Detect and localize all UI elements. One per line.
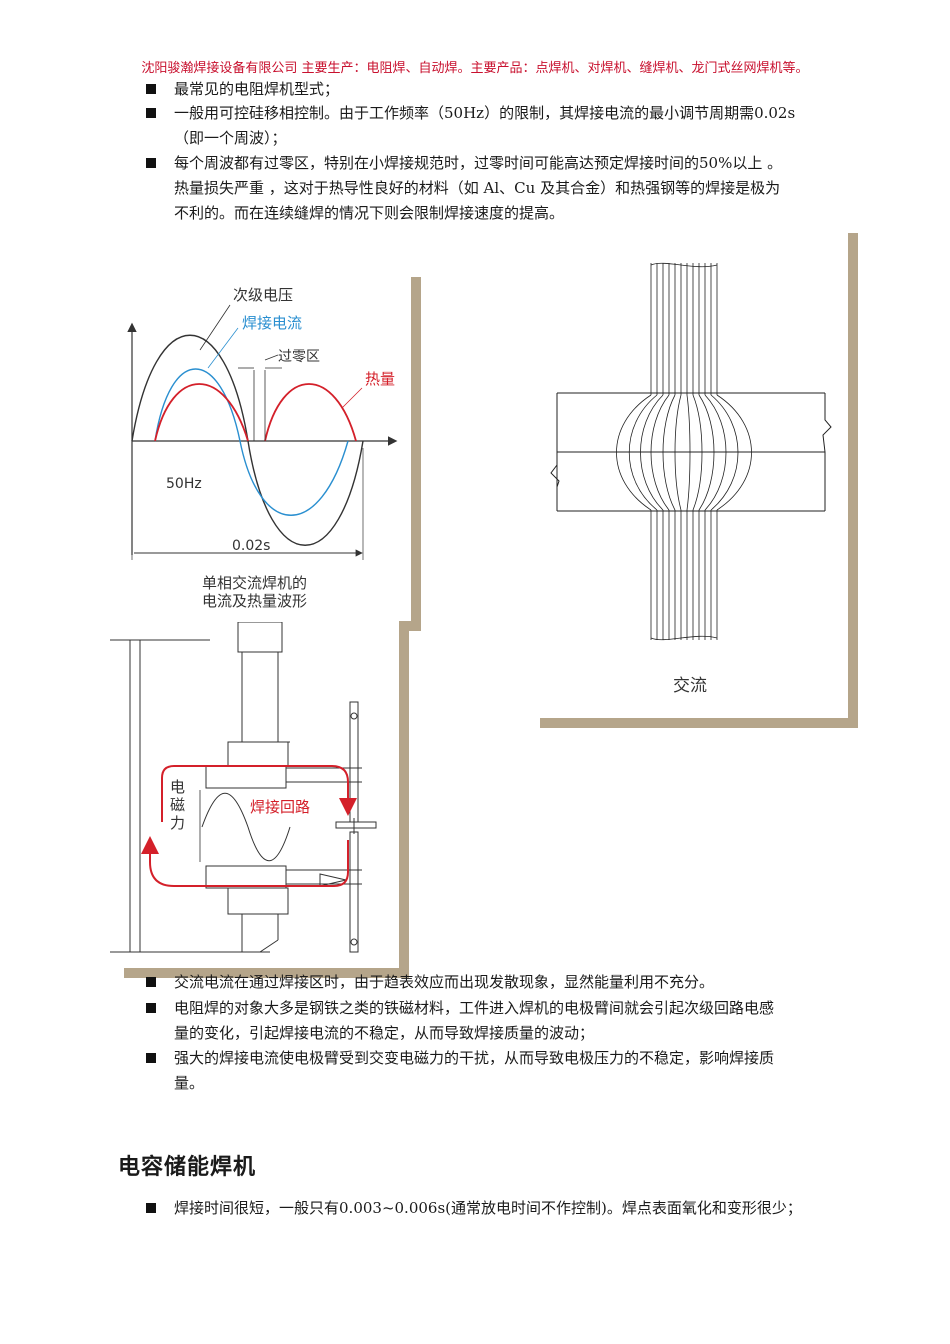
bullet-text: 量。 (174, 1074, 205, 1092)
bullet-text: 焊接时间很短，一般只有0.003~0.006s(通常放电时间不作控制)。焊点表面… (174, 1199, 802, 1217)
heat-curve (264, 383, 357, 442)
label-heat: 热量 (365, 370, 395, 388)
welding-loop (141, 836, 349, 887)
bullet-text: 热量损失严重 ，这对于热导性良好的材料（如 Al、Cu 及其合金）和热强钢等的焊… (174, 179, 781, 197)
label-secondary-voltage: 次级电压 (233, 286, 293, 304)
heat-curve (154, 383, 249, 442)
bullet-text: 最常见的电阻焊机型式； (174, 80, 340, 98)
bullet-text: 不利的。而在连续缝焊的情况下则会限制焊接速度的提高。 (174, 204, 565, 222)
bullet-square-icon (146, 84, 156, 94)
break-line (822, 393, 832, 511)
bullet-text: 量的变化，引起焊接电流的不稳定，从而导致焊接质量的波动； (174, 1024, 595, 1042)
figure-caption: 交流 (673, 676, 707, 696)
machine-body (110, 622, 290, 953)
current-wave (154, 368, 349, 516)
bullet-text: 交流电流在通过焊接区时，由于趋表效应而出现发散现象，显然能量利用不充分。 (174, 973, 715, 991)
welding-loop (161, 765, 357, 822)
electrode-arms (286, 701, 377, 953)
ac-current-distribution-diagram: 交流 (550, 262, 832, 696)
leader-line (199, 304, 231, 351)
welding-machine-diagram: 电 磁 力 焊接回路 (110, 622, 377, 953)
label-period: 0.02s (232, 538, 270, 554)
label-force-char: 磁 (170, 796, 185, 814)
bullet-text: 电阻焊的对象大多是钢铁之类的铁磁材料，工件进入焊机的电极臂间就会引起次级回路电感 (174, 999, 775, 1017)
frame-border (848, 233, 858, 727)
frame-border (399, 627, 409, 975)
break-line (550, 464, 560, 488)
bullet-text: 每个周波都有过零区，特别在小焊接规范时，过零时间可能高达预定焊接时间的50%以上… (174, 154, 783, 172)
frame-border (540, 718, 858, 728)
bullet-text: （即一个周波）； (174, 129, 287, 147)
current-flow-lines (616, 394, 752, 511)
bullet-square-icon (146, 108, 156, 118)
break-line (650, 635, 718, 641)
electrode-bottom (650, 510, 718, 640)
label-zero-zone: 过零区 (278, 349, 320, 365)
bullet-square-icon (146, 1203, 156, 1213)
label-force-char: 电 (170, 778, 185, 796)
leader-line (207, 327, 239, 369)
leader-line (264, 354, 279, 361)
bullet-square-icon (146, 1053, 156, 1063)
bullet-square-icon (146, 1003, 156, 1013)
section-title: 电容储能焊机 (118, 1155, 257, 1180)
frame-border (399, 621, 421, 631)
figure-caption-line1: 单相交流焊机的 (202, 574, 307, 592)
bullet-text: 一般用可控硅移相控制。由于工作频率（50Hz）的限制，其焊接电流的最小调节周期需… (174, 104, 796, 122)
label-frequency: 50Hz (166, 476, 202, 492)
waveform-diagram: 次级电压 焊接电流 过零区 热量 50Hz 0.02s 单相交流焊机的 电流及热… (127, 286, 398, 610)
page-header: 沈阳骏瀚焊接设备有限公司 主要生产：电阻焊、自动焊。主要产品：点焊机、对焊机、缝… (141, 61, 809, 76)
bullet-square-icon (146, 158, 156, 168)
leader-line (341, 387, 363, 409)
label-weld-current: 焊接电流 (242, 314, 302, 332)
force-wave (201, 793, 291, 861)
bullet-square-icon (146, 977, 156, 987)
bullet-text: 强大的焊接电流使电极臂受到交变电磁力的干扰，从而导致电极压力的不稳定，影响焊接质 (174, 1049, 775, 1067)
frame-border (411, 277, 421, 627)
break-line (650, 262, 718, 268)
figure-caption-line2: 电流及热量波形 (202, 592, 307, 610)
label-force-char: 力 (170, 814, 185, 832)
electrode-top (650, 263, 718, 395)
frame-border (124, 968, 409, 978)
label-welding-loop: 焊接回路 (250, 798, 310, 816)
